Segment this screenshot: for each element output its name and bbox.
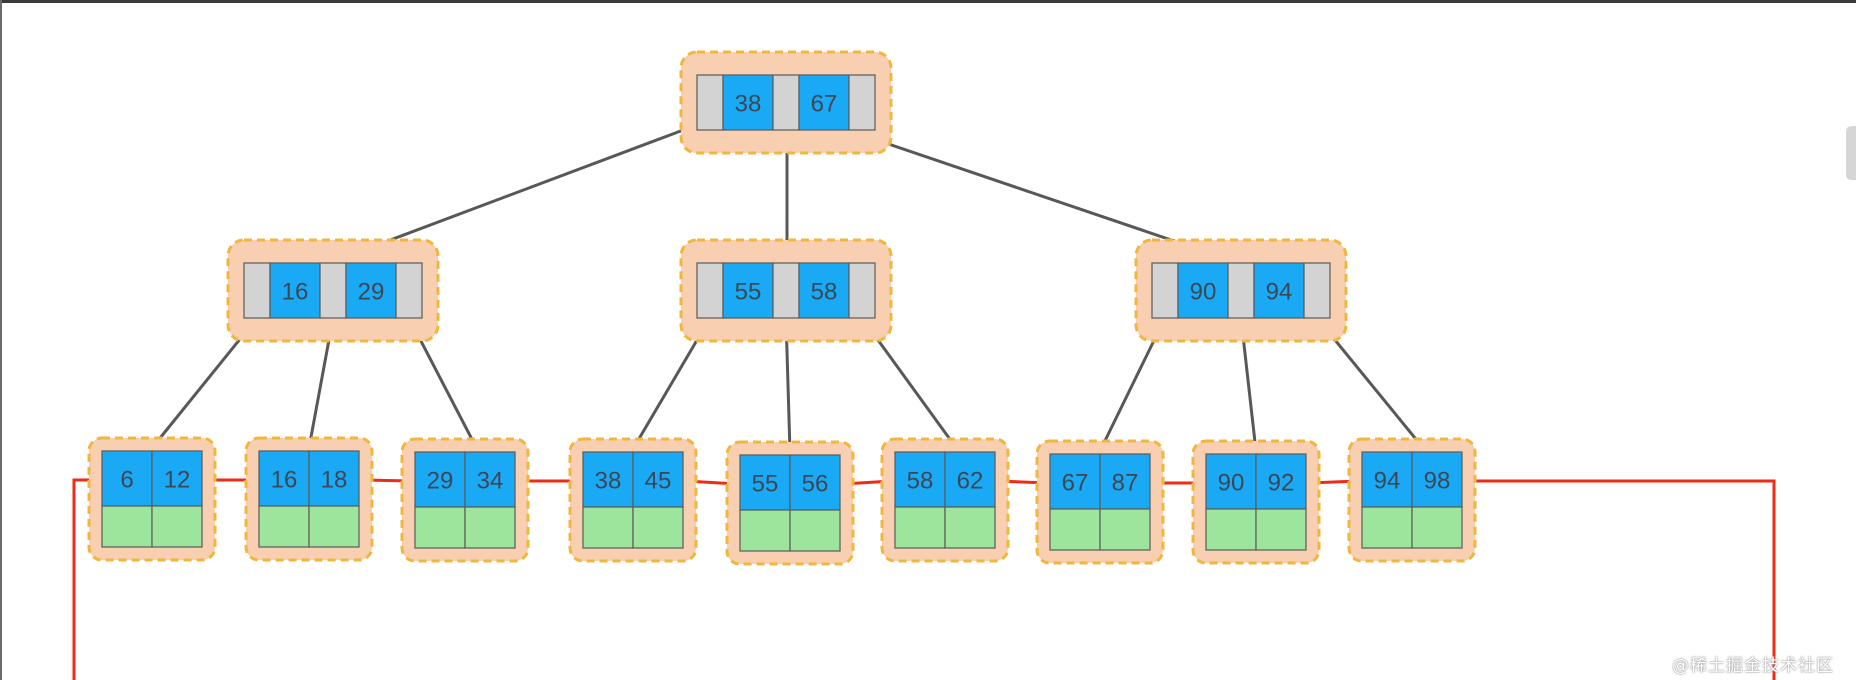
key-label: 16 [282, 279, 309, 306]
key-cell [1049, 453, 1101, 510]
key-label: 92 [1268, 470, 1295, 497]
data-cell [1255, 508, 1307, 551]
key-label: 94 [1374, 468, 1401, 495]
pointer-cell [1151, 262, 1179, 319]
key-label: 38 [735, 91, 762, 118]
leaf-node: 67 87 [1035, 439, 1165, 565]
leaf-node: 29 34 [400, 437, 530, 563]
key-label: 67 [811, 91, 838, 118]
pointer-cell [395, 262, 423, 319]
pointer-cell [772, 262, 800, 319]
key-label: 55 [735, 279, 762, 306]
pointer-cell [848, 262, 876, 319]
key-cell [151, 450, 203, 507]
data-cell [308, 505, 360, 548]
key-label: 56 [802, 471, 829, 498]
top-frame-edge [0, 0, 1856, 3]
data-cell [1099, 508, 1151, 551]
key-cell [789, 454, 841, 511]
pointer-cell [243, 262, 271, 319]
pointer-cell [772, 74, 800, 131]
key-label: 67 [1062, 470, 1089, 497]
key-label: 98 [1424, 468, 1451, 495]
data-cell [414, 506, 466, 549]
key-cell [722, 262, 774, 319]
key-cell [464, 451, 516, 508]
pointer-cell [848, 74, 876, 131]
data-cell [894, 506, 946, 549]
data-cell [1361, 506, 1413, 549]
data-cell [789, 509, 841, 552]
key-cell [944, 451, 996, 508]
key-cell [1255, 453, 1307, 510]
key-cell [1411, 451, 1463, 508]
leaf-node: 90 92 [1191, 439, 1321, 565]
pointer-cell [696, 262, 724, 319]
key-cell [345, 262, 397, 319]
key-cell [258, 450, 310, 507]
key-label: 12 [164, 467, 191, 494]
data-cell [582, 506, 634, 549]
key-cell [1253, 262, 1305, 319]
internal-node: 90 94 [1134, 238, 1348, 343]
key-cell [269, 262, 321, 319]
data-cell [1205, 508, 1257, 551]
data-cell [1049, 508, 1101, 551]
key-cell [1177, 262, 1229, 319]
pointer-cell [1227, 262, 1255, 319]
data-cell [944, 506, 996, 549]
key-label: 90 [1190, 279, 1217, 306]
left-frame-edge [0, 0, 2, 680]
key-label: 58 [907, 468, 934, 495]
key-cell [894, 451, 946, 508]
data-cell [1411, 506, 1463, 549]
leaf-node: 55 56 [725, 440, 855, 566]
pointer-cell [696, 74, 724, 131]
data-cell [258, 505, 310, 548]
key-cell [798, 74, 850, 131]
data-cell [739, 509, 791, 552]
key-label: 55 [752, 471, 779, 498]
key-cell [582, 451, 634, 508]
key-label: 62 [957, 468, 984, 495]
leaf-node: 6 12 [87, 436, 217, 562]
key-label: 94 [1266, 279, 1293, 306]
key-label: 16 [271, 467, 298, 494]
internal-node: 55 58 [679, 238, 893, 343]
key-label: 6 [120, 467, 133, 494]
watermark-text: @稀土掘金技术社区 [1672, 656, 1834, 676]
leaf-node: 58 62 [880, 437, 1010, 563]
data-cell [464, 506, 516, 549]
data-cell [151, 505, 203, 548]
key-label: 29 [358, 279, 385, 306]
root-node: 38 67 [679, 50, 893, 155]
leaf-node: 38 45 [568, 437, 698, 563]
key-cell [798, 262, 850, 319]
pointer-cell [1303, 262, 1331, 319]
key-cell [101, 450, 153, 507]
key-cell [1205, 453, 1257, 510]
key-label: 90 [1218, 470, 1245, 497]
key-label: 18 [321, 467, 348, 494]
key-cell [739, 454, 791, 511]
leaf-node: 94 98 [1347, 437, 1477, 563]
key-label: 58 [811, 279, 838, 306]
key-label: 34 [477, 468, 504, 495]
key-label: 87 [1112, 470, 1139, 497]
tail-link-line [1465, 479, 1776, 680]
key-label: 29 [427, 468, 454, 495]
pointer-cell [319, 262, 347, 319]
key-cell [1099, 453, 1151, 510]
key-label: 38 [595, 468, 622, 495]
data-cell [632, 506, 684, 549]
key-label: 45 [645, 468, 672, 495]
data-cell [101, 505, 153, 548]
scrollbar-thumb[interactable] [1846, 126, 1856, 180]
